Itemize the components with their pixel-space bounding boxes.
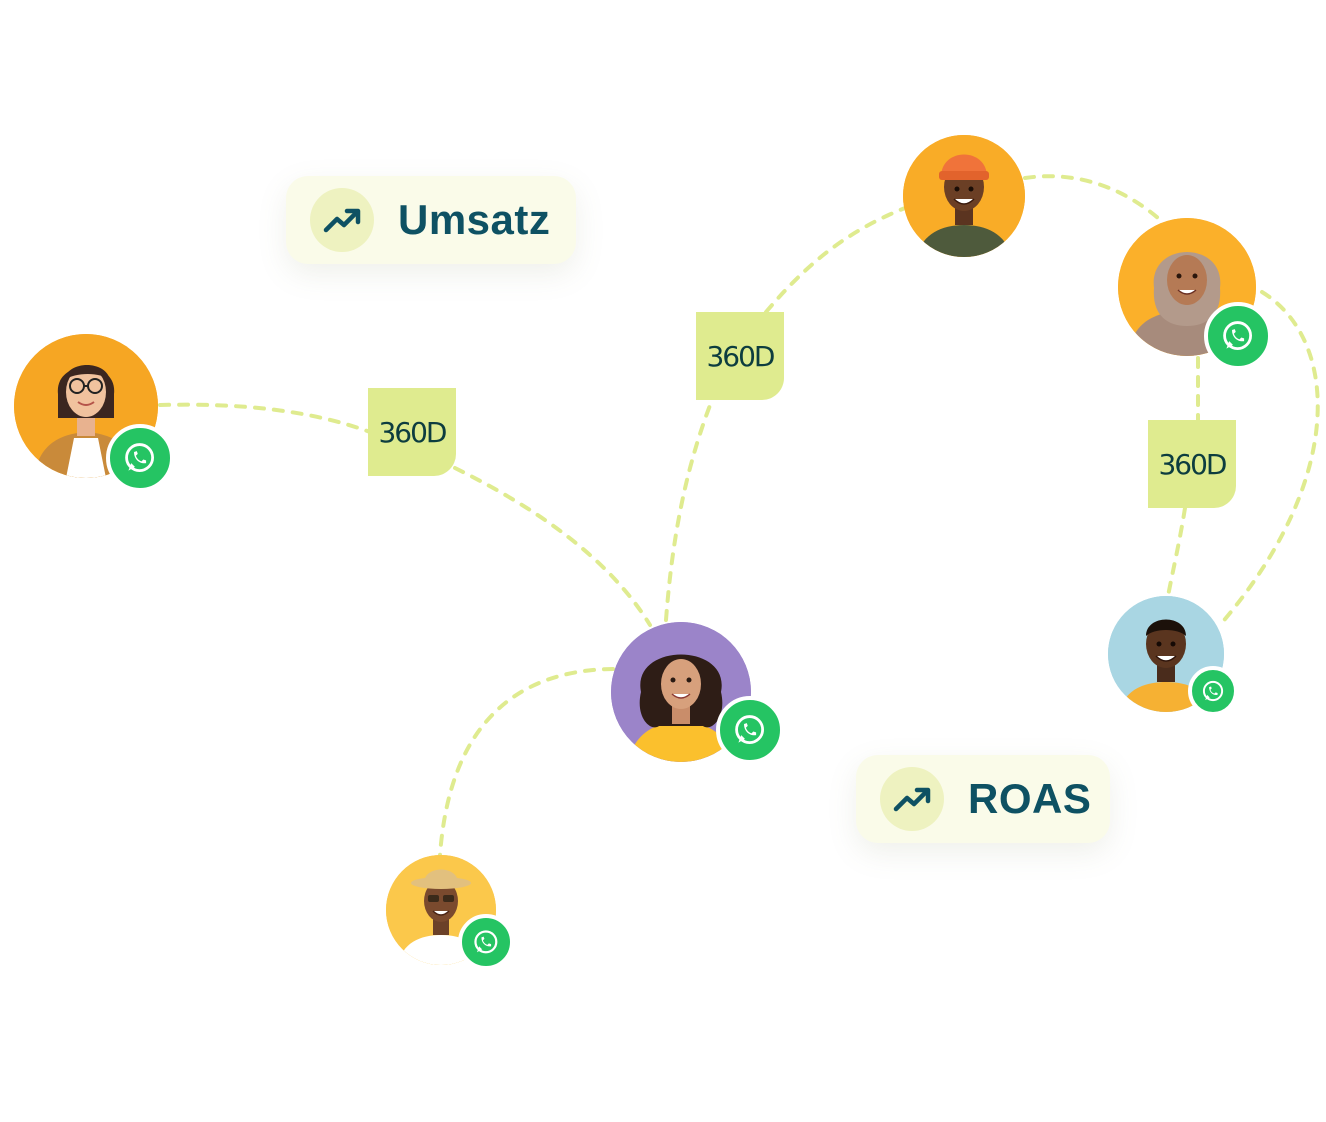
whatsapp-icon <box>716 696 784 764</box>
connector-tag-to-center <box>453 466 652 627</box>
connector-center-to-bottom <box>438 667 615 857</box>
connector-tag-to-right <box>1166 506 1187 598</box>
tag-360d-center: 360D <box>696 312 784 400</box>
tag-360d-right: 360D <box>1148 420 1236 508</box>
umsatz-badge: Umsatz <box>286 176 576 264</box>
umsatz-label: Umsatz <box>398 196 551 243</box>
connector-left-to-tag <box>158 402 372 434</box>
trending-up-icon <box>310 188 374 252</box>
whatsapp-icon <box>1188 666 1238 716</box>
avatar-person-left <box>14 334 158 478</box>
roas-label: ROAS <box>968 775 1092 822</box>
connector-center-to-tag <box>664 398 714 622</box>
whatsapp-icon <box>458 914 514 970</box>
whatsapp-icon <box>1204 302 1272 370</box>
connector-topright-to-right-arc <box>1218 290 1320 627</box>
tag-360d-left: 360D <box>368 388 456 476</box>
whatsapp-icon <box>106 424 174 492</box>
avatar-person-center <box>611 622 751 762</box>
roas-badge: ROAS <box>856 755 1110 843</box>
avatar-person-top <box>903 135 1025 257</box>
connector-tag-to-top <box>764 206 907 314</box>
connector-top-to-top-right <box>1023 174 1160 220</box>
trending-up-icon <box>880 767 944 831</box>
